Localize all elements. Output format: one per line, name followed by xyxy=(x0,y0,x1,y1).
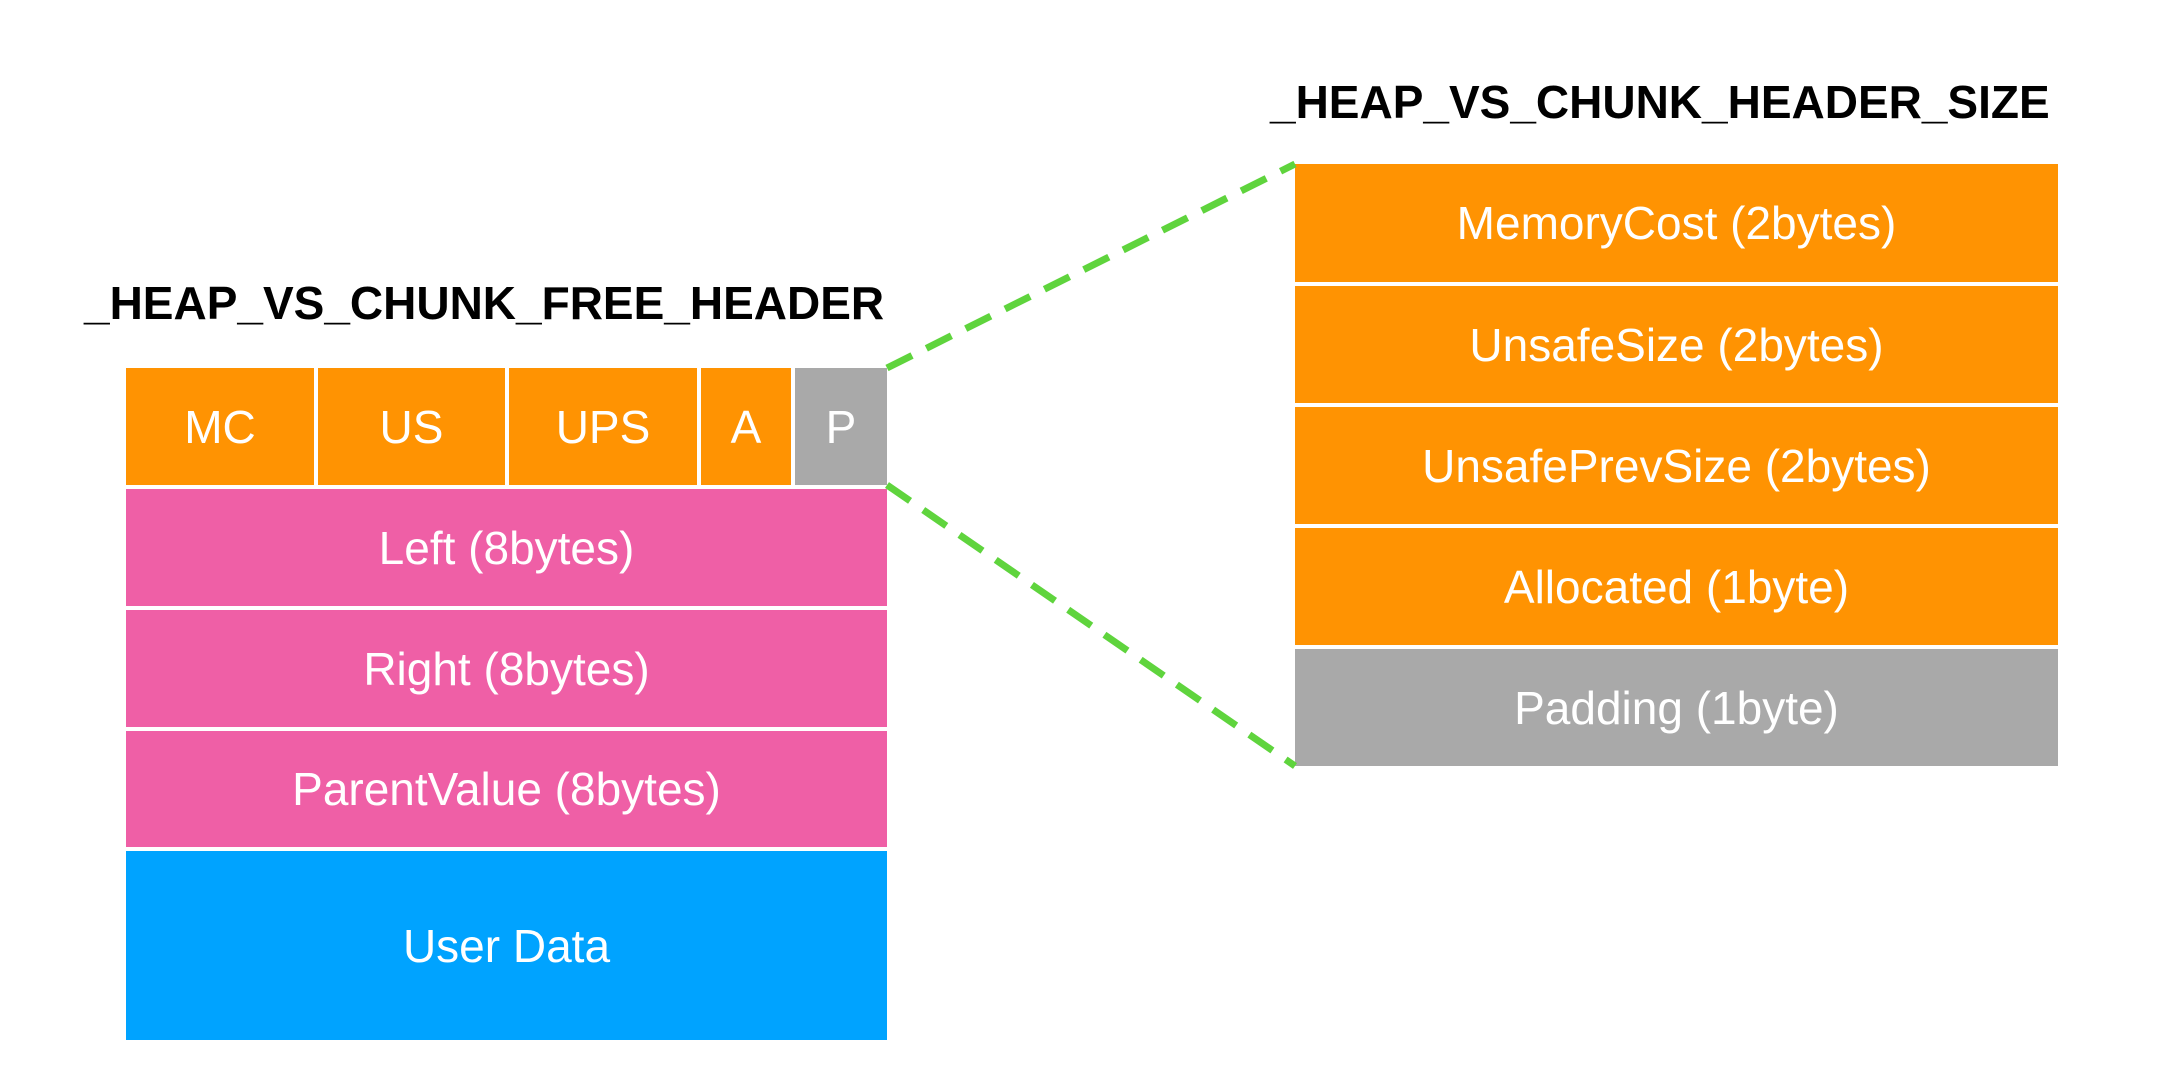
field-unsafe-prev-size: UnsafePrevSize (2bytes) xyxy=(1295,407,2058,524)
field-right: Right (8bytes) xyxy=(126,610,887,727)
header-size-title: _HEAP_VS_CHUNK_HEADER_SIZE xyxy=(1270,76,2050,128)
field-padding: Padding (1byte) xyxy=(1295,649,2058,766)
field-us: US xyxy=(318,368,505,485)
field-memory-cost: MemoryCost (2bytes) xyxy=(1295,164,2058,282)
field-unsafe-size: UnsafeSize (2bytes) xyxy=(1295,286,2058,403)
field-p: P xyxy=(795,368,887,485)
field-a: A xyxy=(701,368,791,485)
field-mc: MC xyxy=(126,368,314,485)
connector-top xyxy=(885,160,1297,372)
field-parent-value: ParentValue (8bytes) xyxy=(126,731,887,847)
field-ups: UPS xyxy=(509,368,697,485)
connector-bottom xyxy=(885,482,1297,769)
field-left: Left (8bytes) xyxy=(126,489,887,606)
free-header-title: _HEAP_VS_CHUNK_FREE_HEADER xyxy=(84,277,885,329)
field-user-data: User Data xyxy=(126,851,887,1040)
field-allocated: Allocated (1byte) xyxy=(1295,528,2058,645)
